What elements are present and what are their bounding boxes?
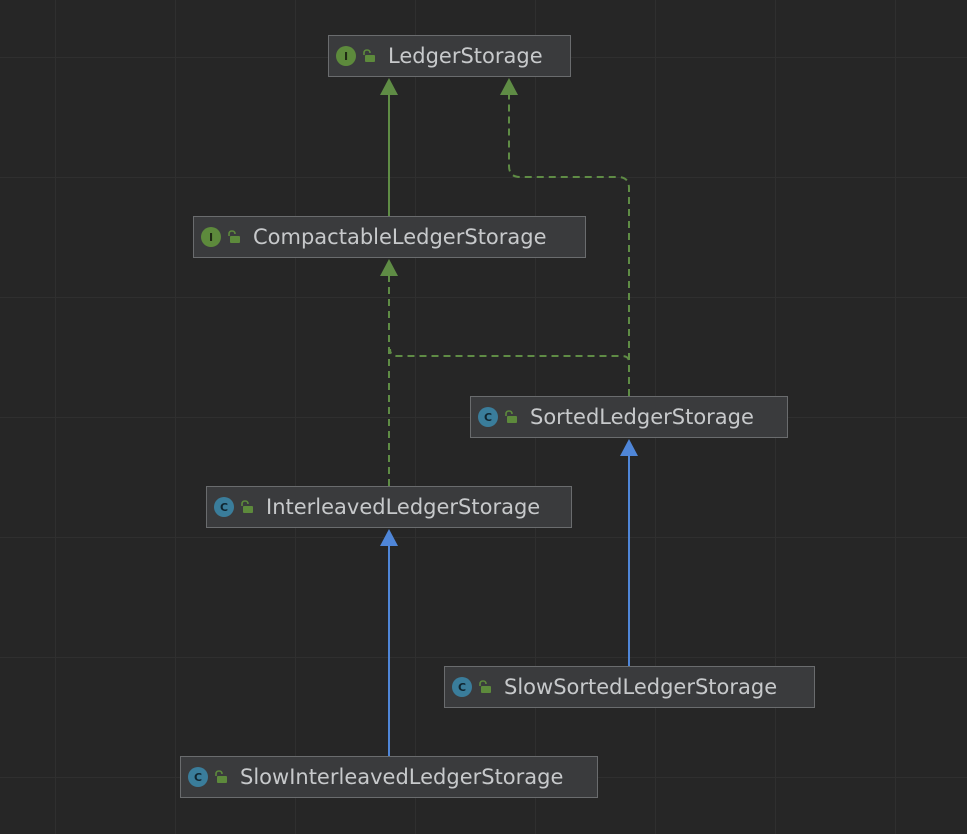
unlocked-icon bbox=[241, 500, 253, 513]
edge-sorted-to-ledger bbox=[508, 88, 630, 396]
node-label: SortedLedgerStorage bbox=[530, 405, 754, 429]
node-slow-sorted-ledger-storage[interactable]: C SlowSortedLedgerStorage bbox=[444, 666, 815, 708]
class-icon: C bbox=[214, 497, 234, 517]
node-label: LedgerStorage bbox=[388, 44, 543, 68]
arrowhead-ledger-from-sorted bbox=[500, 78, 518, 95]
arrowhead-interleaved bbox=[380, 529, 398, 546]
unlocked-icon bbox=[215, 770, 227, 783]
arrowhead-ledger-from-compactable bbox=[380, 78, 398, 95]
node-ledger-storage[interactable]: I LedgerStorage bbox=[328, 35, 571, 77]
node-label: CompactableLedgerStorage bbox=[253, 225, 547, 249]
unlocked-icon bbox=[505, 410, 517, 423]
node-interleaved-ledger-storage[interactable]: C InterleavedLedgerStorage bbox=[206, 486, 572, 528]
node-sorted-ledger-storage[interactable]: C SortedLedgerStorage bbox=[470, 396, 788, 438]
unlocked-icon bbox=[479, 680, 491, 693]
interface-icon: I bbox=[336, 46, 356, 66]
class-icon: C bbox=[478, 407, 498, 427]
unlocked-icon bbox=[228, 230, 240, 243]
node-label: InterleavedLedgerStorage bbox=[266, 495, 541, 519]
node-slow-interleaved-ledger-storage[interactable]: C SlowInterleavedLedgerStorage bbox=[180, 756, 598, 798]
node-compactable-ledger-storage[interactable]: I CompactableLedgerStorage bbox=[193, 216, 586, 258]
edge-sorted-to-compactable bbox=[389, 348, 630, 396]
class-icon: C bbox=[452, 677, 472, 697]
arrowhead-sorted bbox=[620, 439, 638, 456]
interface-icon: I bbox=[201, 227, 221, 247]
node-label: SlowInterleavedLedgerStorage bbox=[240, 765, 564, 789]
unlocked-icon bbox=[363, 49, 375, 62]
arrowhead-compactable bbox=[380, 259, 398, 276]
class-icon: C bbox=[188, 767, 208, 787]
node-label: SlowSortedLedgerStorage bbox=[504, 675, 778, 699]
